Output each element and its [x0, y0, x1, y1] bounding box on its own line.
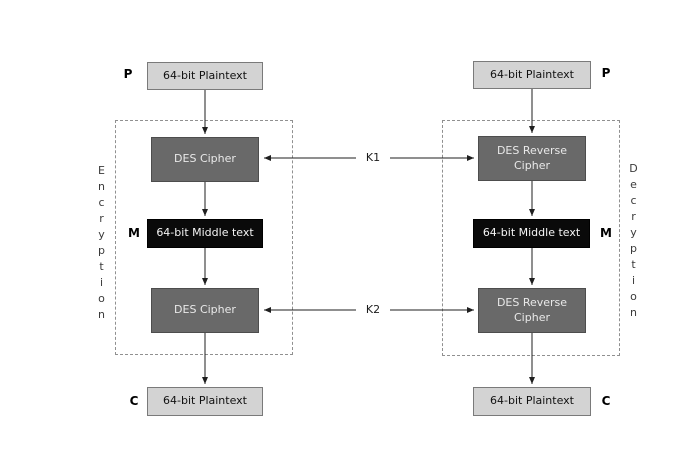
key-k1-label: K1 [356, 151, 390, 164]
encryption-side-label: Encryption [95, 164, 108, 324]
des-reverse-cipher-top-right: DES Reverse Cipher [478, 136, 586, 181]
key-k2-label: K2 [356, 303, 390, 316]
encryption-dashed-frame [115, 120, 293, 355]
p-label-left: P [123, 67, 133, 81]
plaintext-input-box-right: 64-bit Plaintext [473, 61, 591, 89]
m-label-right: M [600, 226, 612, 240]
c-label-left: C [129, 394, 139, 408]
m-label-left: M [128, 226, 140, 240]
ciphertext-output-box-left: 64-bit Plaintext [147, 387, 263, 416]
c-label-right: C [601, 394, 611, 408]
des-cipher-top-left: DES Cipher [151, 137, 259, 182]
middle-text-box-right: 64-bit Middle text [473, 219, 590, 248]
p-label-right: P [601, 66, 611, 80]
plaintext-input-box-left: 64-bit Plaintext [147, 62, 263, 90]
des-reverse-cipher-bottom-right: DES Reverse Cipher [478, 288, 586, 333]
decryption-side-label: Decryption [627, 162, 640, 322]
ciphertext-output-box-right: 64-bit Plaintext [473, 387, 591, 416]
des-cipher-bottom-left: DES Cipher [151, 288, 259, 333]
middle-text-box-left: 64-bit Middle text [147, 219, 263, 248]
decryption-dashed-frame [442, 120, 620, 356]
